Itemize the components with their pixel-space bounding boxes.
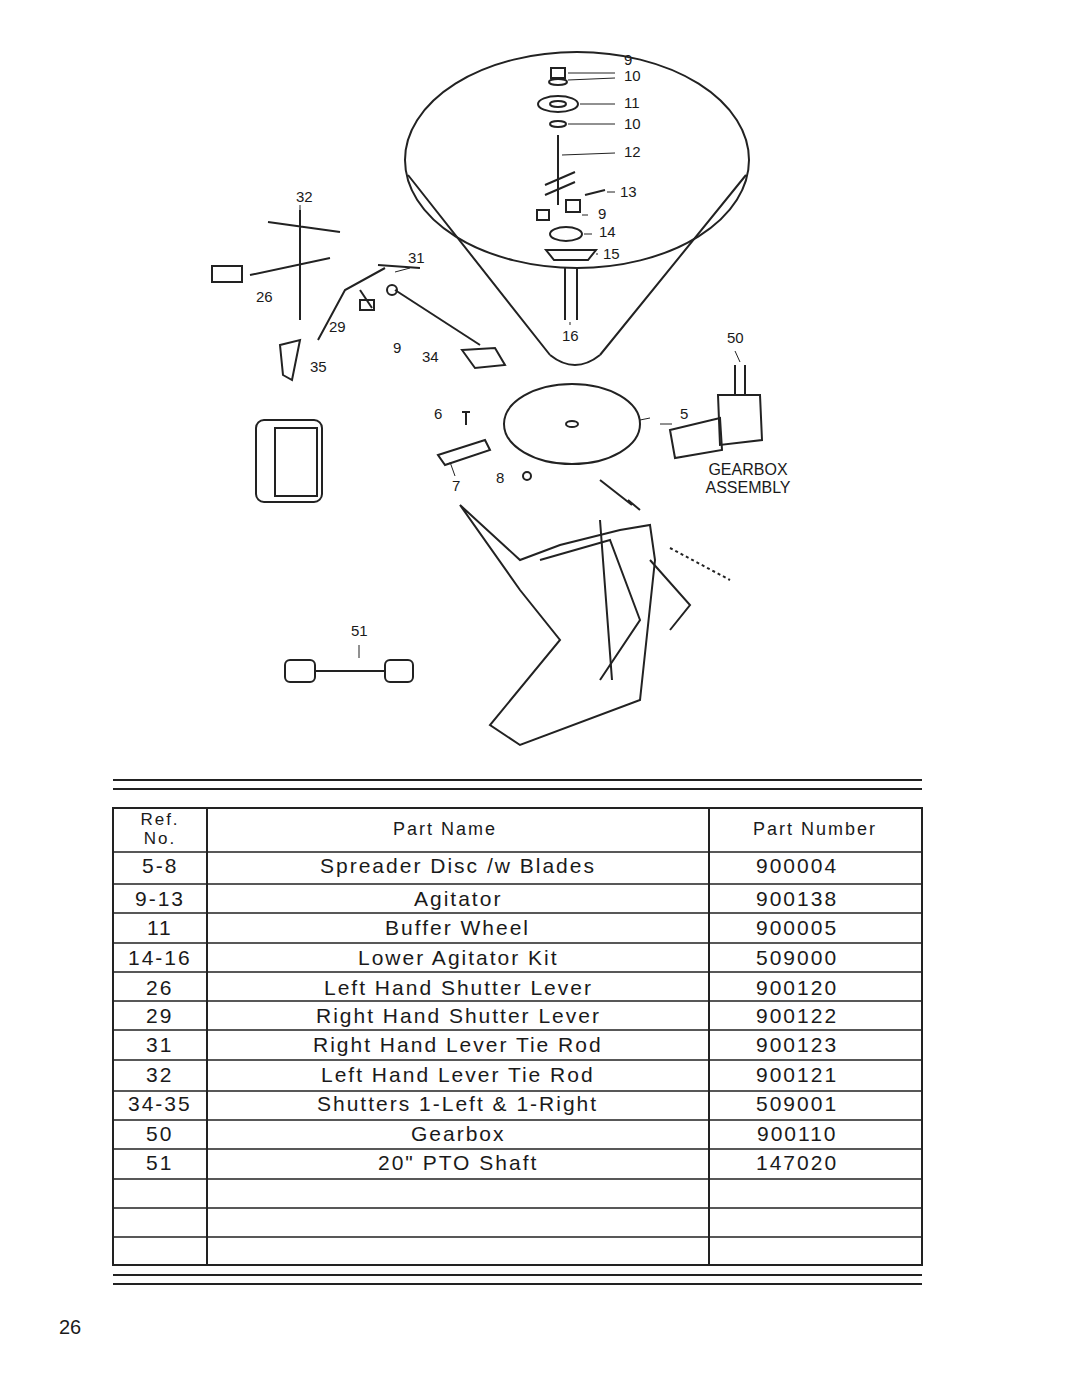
part-number: 900138 xyxy=(756,887,838,910)
callout-number: 31 xyxy=(408,250,425,267)
callout-number: 32 xyxy=(296,189,313,206)
callout-number: 13 xyxy=(620,184,637,201)
callout-number: 12 xyxy=(624,144,641,161)
part-number: 900122 xyxy=(756,1004,838,1027)
part-name: 20" PTO Shaft xyxy=(378,1151,538,1174)
callout-number: 7 xyxy=(452,478,460,495)
callout-number: 5 xyxy=(680,406,688,423)
ref-number: 34-35 xyxy=(128,1092,192,1115)
part-name: Right Hand Lever Tie Rod xyxy=(313,1033,603,1056)
page-number: 26 xyxy=(59,1316,81,1338)
ref-number: 9-13 xyxy=(135,887,185,910)
callout-number: 35 xyxy=(310,359,327,376)
callout-number: 29 xyxy=(329,319,346,336)
callout-number: 16 xyxy=(562,328,579,345)
part-name: Shutters 1-Left & 1-Right xyxy=(317,1092,598,1115)
part-name: Spreader Disc /w Blades xyxy=(320,854,596,877)
callout-number: 9 xyxy=(624,52,632,69)
part-name: Gearbox xyxy=(411,1122,506,1145)
table-header: Ref. No. xyxy=(125,811,195,848)
ref-number: 5-8 xyxy=(142,854,178,877)
part-name: Right Hand Shutter Lever xyxy=(316,1004,601,1027)
callout-number: 9 xyxy=(393,340,401,357)
callout-number: 10 xyxy=(624,68,641,85)
part-number: 900005 xyxy=(756,916,838,939)
callout-number: 34 xyxy=(422,349,439,366)
callout-number: 6 xyxy=(434,406,442,423)
part-number: 900120 xyxy=(756,976,838,999)
table-header: Part Number xyxy=(753,820,877,840)
ref-number: 11 xyxy=(147,916,173,939)
part-number: 147020 xyxy=(756,1151,838,1174)
callout-number: 9 xyxy=(598,206,606,223)
callout-number: 50 xyxy=(727,330,744,347)
part-number: 900110 xyxy=(757,1122,838,1145)
part-name: Buffer Wheel xyxy=(385,916,530,939)
part-name: Left Hand Shutter Lever xyxy=(324,976,593,999)
ref-number: 29 xyxy=(146,1004,173,1027)
callout-number: 10 xyxy=(624,116,641,133)
ref-number: 51 xyxy=(146,1151,173,1174)
callout-number: 11 xyxy=(624,95,640,112)
part-name: Agitator xyxy=(414,887,502,910)
ref-number: 26 xyxy=(146,976,173,999)
callout-number: 15 xyxy=(603,246,620,263)
part-name: Lower Agitator Kit xyxy=(358,946,559,969)
part-number: 509001 xyxy=(756,1092,838,1115)
part-number: 900123 xyxy=(756,1033,838,1056)
callout-number: 51 xyxy=(351,623,368,640)
part-number: 900121 xyxy=(756,1063,838,1086)
ref-number: 31 xyxy=(146,1033,173,1056)
callout-number: 26 xyxy=(256,289,273,306)
ref-number: 50 xyxy=(146,1122,173,1145)
ref-number: 32 xyxy=(146,1063,173,1086)
ref-number: 14-16 xyxy=(128,946,192,969)
assembly-label: GEARBOX ASSEMBLY xyxy=(693,461,803,496)
callout-number: 8 xyxy=(496,470,504,487)
part-number: 509000 xyxy=(756,946,838,969)
part-name: Left Hand Lever Tie Rod xyxy=(321,1063,595,1086)
table-header: Part Name xyxy=(393,820,497,840)
callout-number: 14 xyxy=(599,224,616,241)
part-number: 900004 xyxy=(756,854,838,877)
